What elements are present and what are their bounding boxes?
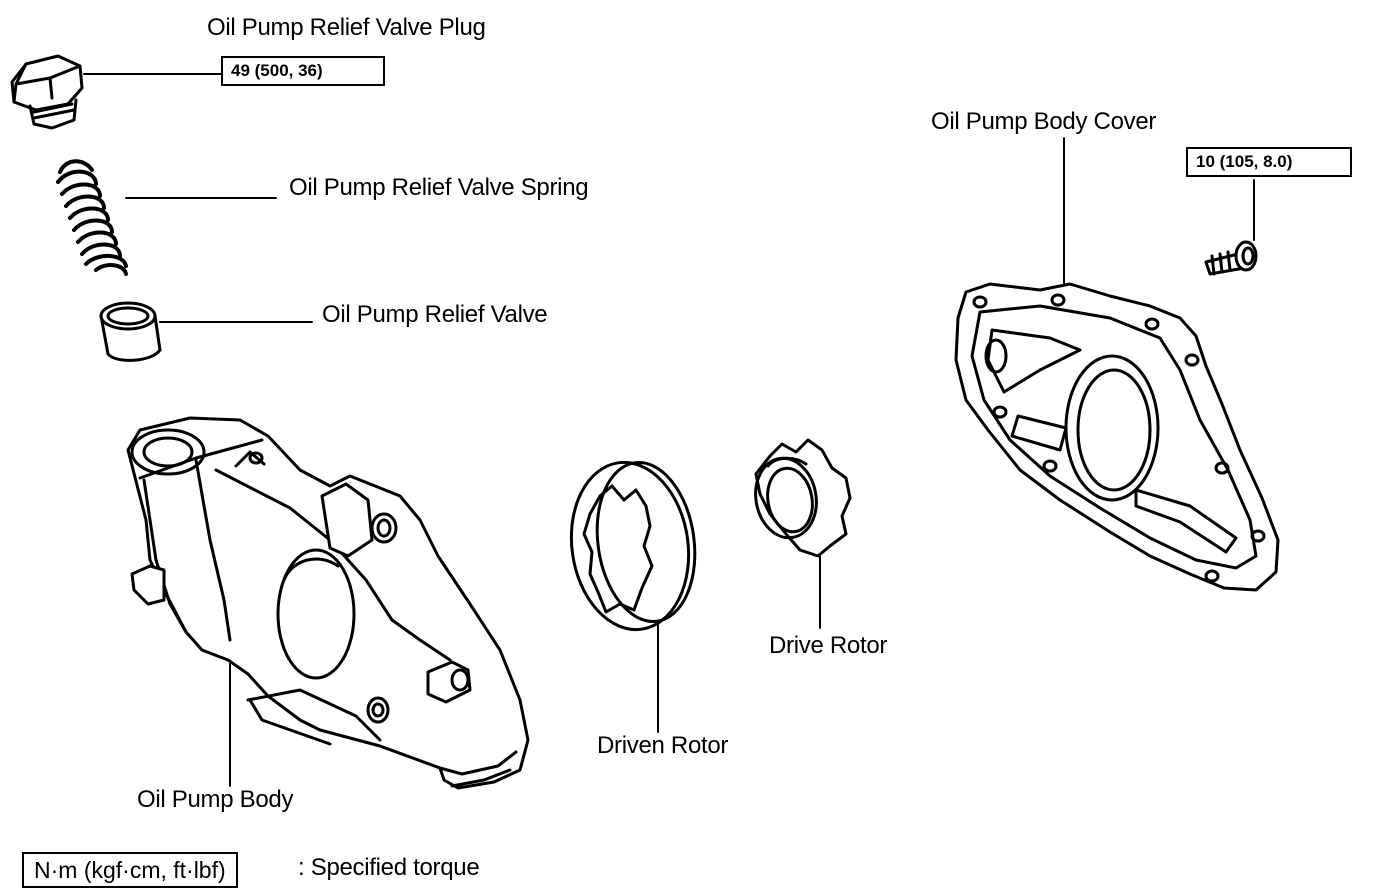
driven-rotor-label: Driven Rotor: [597, 732, 729, 759]
body-cover-label: Oil Pump Body Cover: [931, 108, 1157, 135]
pump-body-label: Oil Pump Body: [137, 786, 294, 813]
torque-unit-legend-box: N·m (kgf·cm, ft·lbf): [22, 852, 238, 888]
driven-rotor-part: [569, 460, 697, 632]
relief-valve-plug-label: Oil Pump Relief Valve Plug: [207, 14, 486, 41]
relief-leader-lines: [83, 73, 313, 323]
drive-rotor-label: Drive Rotor: [769, 632, 888, 659]
torque-legend-description: : Specified torque: [298, 854, 480, 881]
drive-rotor-part: [754, 438, 852, 558]
body-cover-part: [954, 282, 1280, 592]
oil-pump-body-part: [126, 416, 530, 790]
plug-torque-spec: 49 (500, 36): [221, 56, 385, 86]
cover-bolt-part: [1204, 240, 1258, 276]
cover-bolt-torque-spec: 10 (105, 8.0): [1186, 147, 1352, 177]
relief-valve-plug-part: [10, 54, 84, 130]
relief-valve-part: [99, 301, 162, 362]
relief-valve-spring-part: [56, 159, 128, 276]
relief-valve-spring-label: Oil Pump Relief Valve Spring: [289, 174, 589, 201]
relief-valve-label: Oil Pump Relief Valve: [322, 301, 548, 328]
